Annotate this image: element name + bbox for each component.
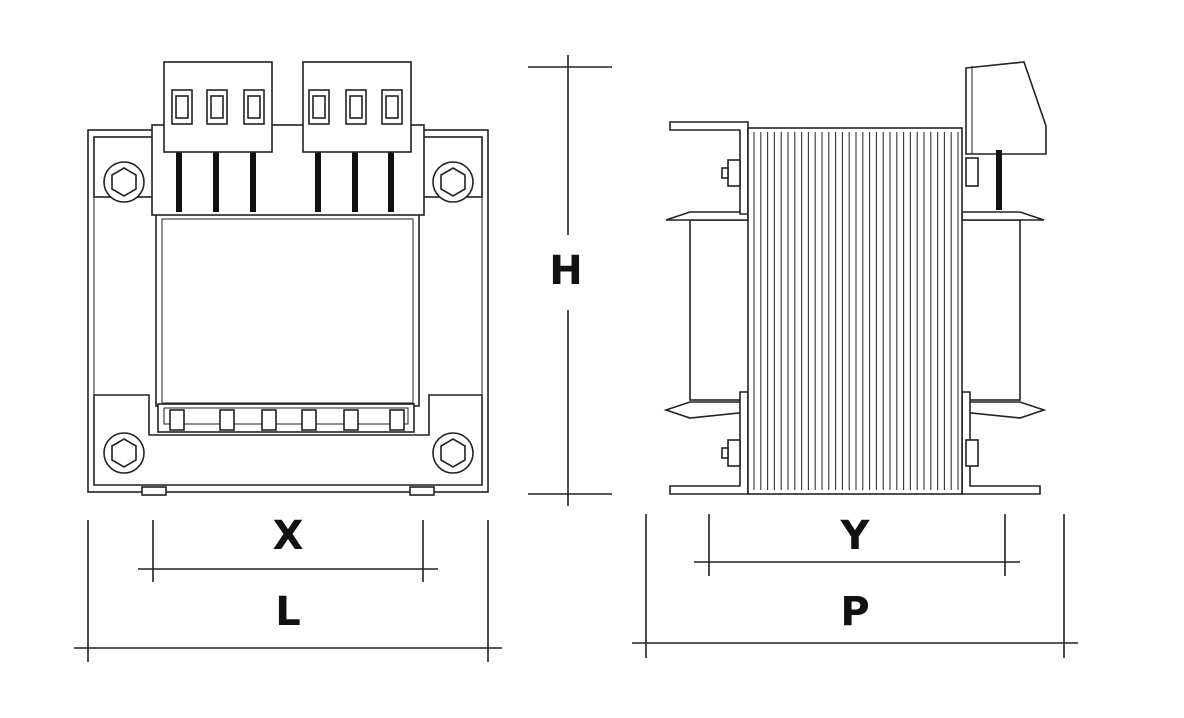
dim-label-y: Y xyxy=(840,513,871,559)
mounting-hole-bottom-left xyxy=(103,432,145,474)
front-lower-yoke xyxy=(93,394,483,486)
mounting-hole-top-left xyxy=(103,161,145,203)
mounting-hole-bottom-right xyxy=(432,432,474,474)
dimension-labels: H X L Y P xyxy=(273,248,871,635)
side-terminal-block xyxy=(965,61,1047,210)
dim-label-p: P xyxy=(840,589,869,635)
side-bolt-top-left xyxy=(721,159,741,187)
lower-coil-tabs xyxy=(157,403,415,433)
front-coil-face xyxy=(161,218,414,404)
side-bracket-top-left xyxy=(669,121,749,215)
dim-label-h: H xyxy=(549,248,582,294)
terminal-lead-wires xyxy=(176,152,394,212)
mounting-hole-top-right xyxy=(432,161,474,203)
side-flange-bottom-left xyxy=(663,401,749,419)
terminal-block-right xyxy=(302,61,412,153)
side-bolt-bottom-left xyxy=(721,439,741,467)
side-bolt-top-right xyxy=(965,157,979,187)
dim-label-l: L xyxy=(275,589,301,635)
terminal-block-left xyxy=(163,61,273,153)
side-flange-bottom-right xyxy=(961,401,1047,419)
front-view xyxy=(87,61,489,496)
side-bolt-bottom-right xyxy=(965,439,979,467)
front-winding-window xyxy=(155,213,420,407)
side-flange-top-left xyxy=(665,211,749,221)
side-view xyxy=(663,61,1047,495)
side-flange-top-right xyxy=(961,211,1045,221)
dimension-lines xyxy=(74,55,1078,662)
front-foot-right xyxy=(409,486,435,496)
lamination-stack xyxy=(747,127,963,495)
front-foot-left xyxy=(141,486,167,496)
dim-label-x: X xyxy=(273,513,304,559)
